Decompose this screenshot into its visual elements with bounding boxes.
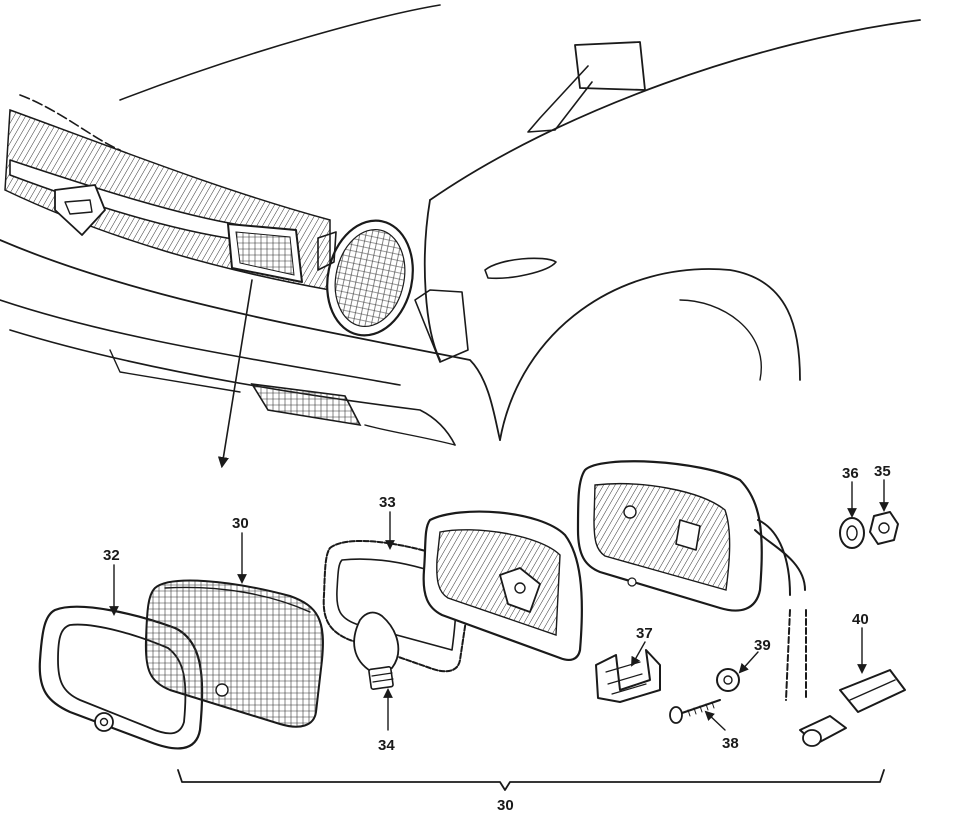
label-lamp-lens: 30 — [232, 515, 249, 532]
lamp-bulb — [353, 611, 400, 690]
grommet — [716, 668, 740, 692]
washer — [839, 517, 865, 549]
screw — [669, 699, 721, 724]
mounting-bracket — [595, 649, 661, 703]
nut — [869, 511, 899, 545]
car-front-illustration — [0, 4, 921, 469]
lamp-lens — [144, 579, 324, 728]
leader-lines — [109, 479, 889, 731]
label-grommet: 39 — [754, 637, 771, 654]
lamp-housing — [422, 510, 583, 661]
label-bracket: 37 — [636, 625, 653, 642]
label-gasket: 33 — [379, 494, 396, 511]
label-screw: 38 — [722, 735, 739, 752]
callout-labels: 30 32 30 33 34 30 35 36 37 38 39 40 — [103, 463, 891, 814]
label-connector: 40 — [852, 611, 869, 628]
lamp-housing-rear — [576, 460, 763, 612]
assembly-brace — [177, 769, 885, 791]
label-lamp-bezel: 32 — [103, 547, 120, 564]
label-nut: 35 — [874, 463, 891, 480]
label-assembly-total: 30 — [497, 797, 514, 814]
label-bulb: 34 — [378, 737, 395, 754]
lamp-wiring — [754, 519, 807, 701]
wire-connector — [799, 669, 906, 747]
label-washer: 36 — [842, 465, 859, 482]
